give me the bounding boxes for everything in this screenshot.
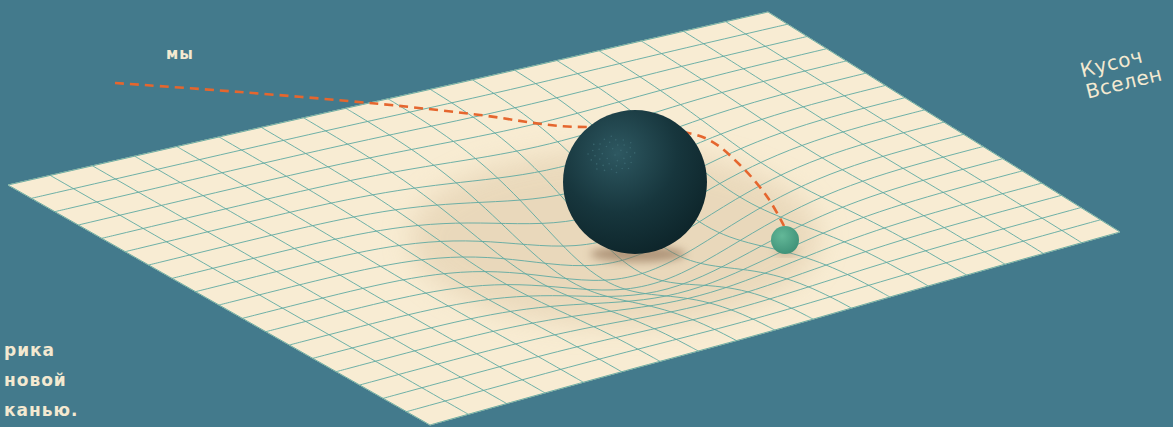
grid-line (684, 31, 1044, 253)
grid-line (383, 208, 1081, 399)
grid-line (388, 99, 775, 330)
massive-sphere (563, 110, 707, 254)
grid-line (430, 232, 1120, 425)
grid-line (177, 147, 583, 383)
grid-line (557, 61, 928, 286)
grid-line (219, 137, 622, 372)
small-ball (771, 226, 799, 254)
grid-line (473, 80, 852, 308)
grid-line (102, 61, 846, 238)
region-label: Кусоч Вселен (1078, 41, 1164, 103)
grid-line (8, 185, 430, 425)
grid-line (430, 89, 813, 319)
grid-line (125, 73, 866, 251)
grid-line (768, 12, 1120, 232)
spacetime-sheet (8, 12, 1120, 425)
grid-line (346, 108, 737, 340)
grid-line (135, 156, 545, 393)
grid-lines (8, 12, 1120, 425)
caption-fragment: рика новой канью. (4, 335, 84, 425)
grid-line (515, 70, 890, 297)
grid-line (407, 220, 1101, 412)
grid-line (726, 22, 1082, 243)
sphere-texture (587, 135, 635, 173)
path-label: мы (166, 44, 194, 64)
grid-line (360, 195, 1062, 385)
sheet-fill (8, 12, 1120, 425)
